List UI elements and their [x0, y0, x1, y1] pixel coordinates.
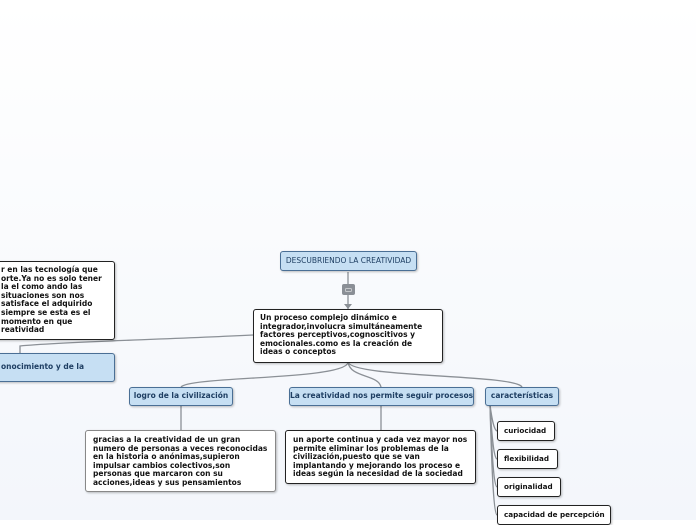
char-percepcion-label: capacidad de percepción	[504, 509, 605, 519]
char-originalidad[interactable]: originalidad	[497, 477, 561, 497]
link-definition-logro	[180, 361, 349, 388]
char-flexibilidad[interactable]: flexibilidad	[497, 449, 558, 469]
definition-text: Un proceso complejo dinámico e integrado…	[260, 313, 423, 357]
branch-logro-label: logro de la civilización	[133, 391, 229, 401]
root-topic-label: DESCUBRIENDO LA CREATIVIDAD	[285, 255, 412, 265]
collapse-icon[interactable]: ▭	[342, 284, 355, 295]
char-originalidad-label: originalidad	[504, 481, 553, 491]
logro-child-text: gracias a la creatividad de un gran nume…	[93, 435, 268, 487]
left-text: r en las tecnología que orte.Ya no es so…	[1, 265, 102, 335]
char-curiocidad[interactable]: curiocidad	[497, 421, 555, 441]
root-topic[interactable]: DESCUBRIENDO LA CREATIVIDAD	[280, 251, 417, 271]
definition-node[interactable]: Un proceso complejo dinámico e integrado…	[253, 309, 443, 363]
branch-caracteristicas[interactable]: características	[485, 387, 559, 406]
link-definition-left	[19, 334, 254, 353]
left-text-node[interactable]: r en las tecnología que orte.Ya no es so…	[0, 261, 115, 340]
procesos-child-text: un aporte continua y cada vez mayor nos …	[293, 435, 468, 479]
char-flexibilidad-label: flexibilidad	[504, 453, 549, 463]
char-percepcion[interactable]: capacidad de percepción	[497, 505, 611, 525]
left-branch-label: onocimiento y de la	[1, 362, 85, 372]
link-definition-procesos	[347, 361, 382, 388]
branch-procesos-label: La creatividad nos permite seguir proces…	[289, 391, 474, 401]
branch-procesos[interactable]: La creatividad nos permite seguir proces…	[289, 387, 474, 406]
logro-child-node[interactable]: gracias a la creatividad de un gran nume…	[85, 430, 276, 492]
branch-caracteristicas-label: características	[490, 391, 554, 401]
char-curiocidad-label: curiocidad	[504, 425, 547, 435]
branch-logro[interactable]: logro de la civilización	[129, 387, 233, 406]
procesos-child-node[interactable]: un aporte continua y cada vez mayor nos …	[285, 430, 476, 484]
arrow-head	[344, 304, 352, 309]
link-definition-caracteristicas	[347, 361, 523, 388]
left-branch-node[interactable]: onocimiento y de la	[0, 353, 115, 382]
link-car-percepcion	[489, 404, 498, 516]
